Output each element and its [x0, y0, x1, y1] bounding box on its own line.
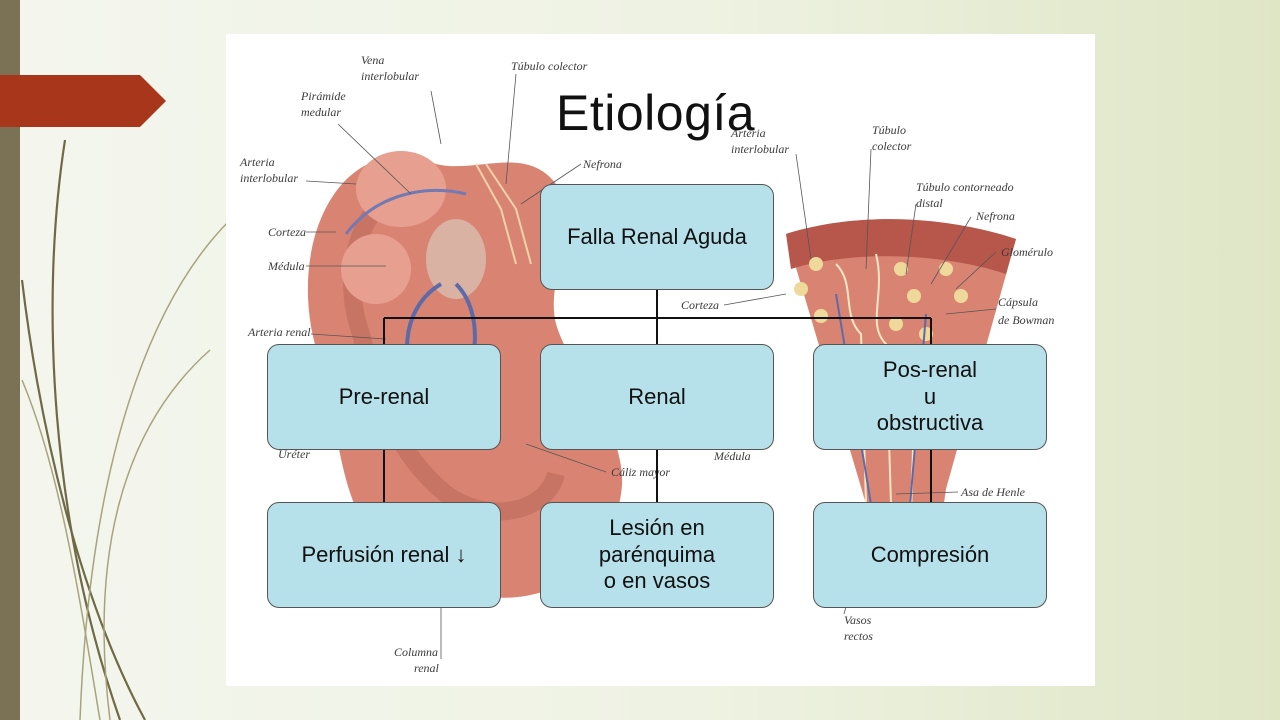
label-columna-renal: Columna	[394, 645, 438, 659]
label-nefrona-right: Nefrona	[975, 209, 1015, 223]
label-vena-interlobular: Vena	[361, 53, 384, 67]
label-vena-interlobular-2: interlobular	[361, 69, 419, 83]
label-corteza-left: Corteza	[268, 225, 306, 239]
label-vasos-rectos: Vasos	[844, 613, 872, 627]
label-ureter: Uréter	[278, 447, 310, 461]
node-renal: Renal	[540, 344, 774, 450]
label-tubulo-colector-right-2: colector	[872, 139, 912, 153]
label-corteza-right: Corteza	[681, 298, 719, 312]
label-arteria-renal: Arteria renal	[247, 325, 311, 339]
label-arteria-interlobular-left: Arteria	[239, 155, 275, 169]
label-medula-left: Médula	[267, 259, 305, 273]
node-pre-renal: Pre-renal	[267, 344, 501, 450]
label-arteria-interlobular-left-2: interlobular	[240, 171, 298, 185]
label-tubulo-contorneado-2: distal	[916, 196, 943, 210]
tree-connectors	[383, 290, 932, 502]
label-arteria-interlobular-right: Arteria	[730, 126, 766, 140]
label-asa-henle: Asa de Henle	[960, 485, 1026, 499]
left-accent-bar	[0, 0, 20, 720]
label-vasos-rectos-2: rectos	[844, 629, 873, 643]
diagram-image: Vena interlobular Pirámide medular Arter…	[226, 34, 1095, 686]
label-caliz-mayor: Cáliz mayor	[611, 465, 670, 479]
label-tubulo-colector-top: Túbulo colector	[511, 59, 588, 73]
label-medula-right: Médula	[713, 449, 751, 463]
label-piramide-medular-2: medular	[301, 105, 341, 119]
label-tubulo-colector-right: Túbulo	[872, 123, 906, 137]
decorative-grass-strokes	[20, 139, 231, 720]
label-capsula-bowman: Cápsula	[998, 295, 1038, 309]
title-arrow-marker	[0, 75, 166, 127]
root-node-falla-renal-aguda: Falla Renal Aguda	[540, 184, 774, 290]
label-columna-renal-2: renal	[414, 661, 440, 675]
node-lesion-parenquima: Lesión en parénquima o en vasos	[540, 502, 774, 608]
label-tubulo-contorneado: Túbulo contorneado	[916, 180, 1014, 194]
label-arteria-interlobular-right-2: interlobular	[731, 142, 789, 156]
label-capsula-bowman-2: de Bowman	[998, 313, 1054, 327]
label-nefrona-top: Nefrona	[582, 157, 622, 171]
node-pos-renal: Pos-renal u obstructiva	[813, 344, 1047, 450]
label-glomerulo: Glomérulo	[1001, 245, 1053, 259]
diagram-title: Etiología	[556, 85, 756, 141]
node-perfusion-renal: Perfusión renal ↓	[267, 502, 501, 608]
label-piramide-medular: Pirámide	[300, 89, 346, 103]
node-compresion: Compresión	[813, 502, 1047, 608]
